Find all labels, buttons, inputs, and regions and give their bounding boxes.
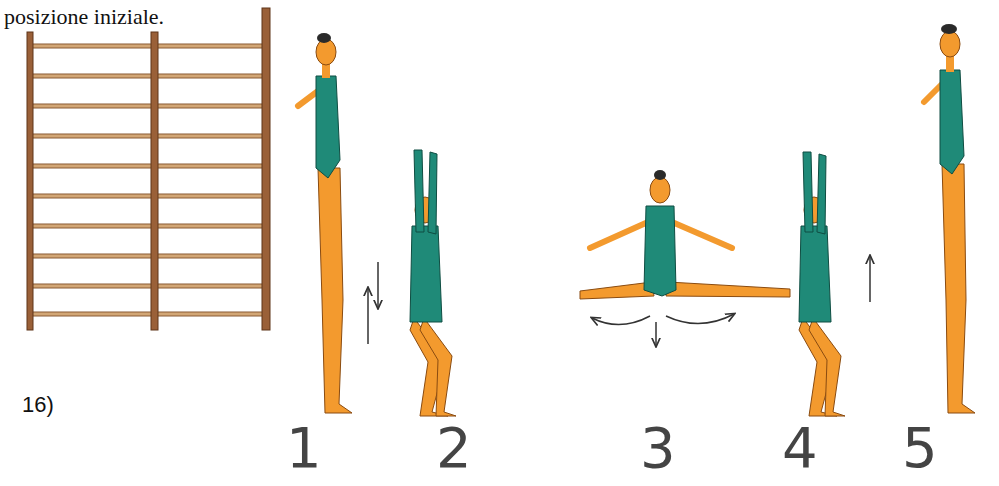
wall-bars [27,8,270,330]
gymnast-standing [924,24,975,413]
step-number: 4 [782,420,818,476]
instruction-text: posizione iniziale. [4,6,164,28]
step-number: 1 [286,420,322,476]
gymnast-standing [298,33,378,413]
step-number: 5 [902,420,938,476]
gymnast-split-leap [580,170,790,346]
step-number: 3 [640,420,676,476]
exercise-number: 16) [22,394,54,416]
gymnast-crouched [368,150,456,416]
gymnast-crouched [799,152,870,416]
step-number: 2 [436,420,472,476]
